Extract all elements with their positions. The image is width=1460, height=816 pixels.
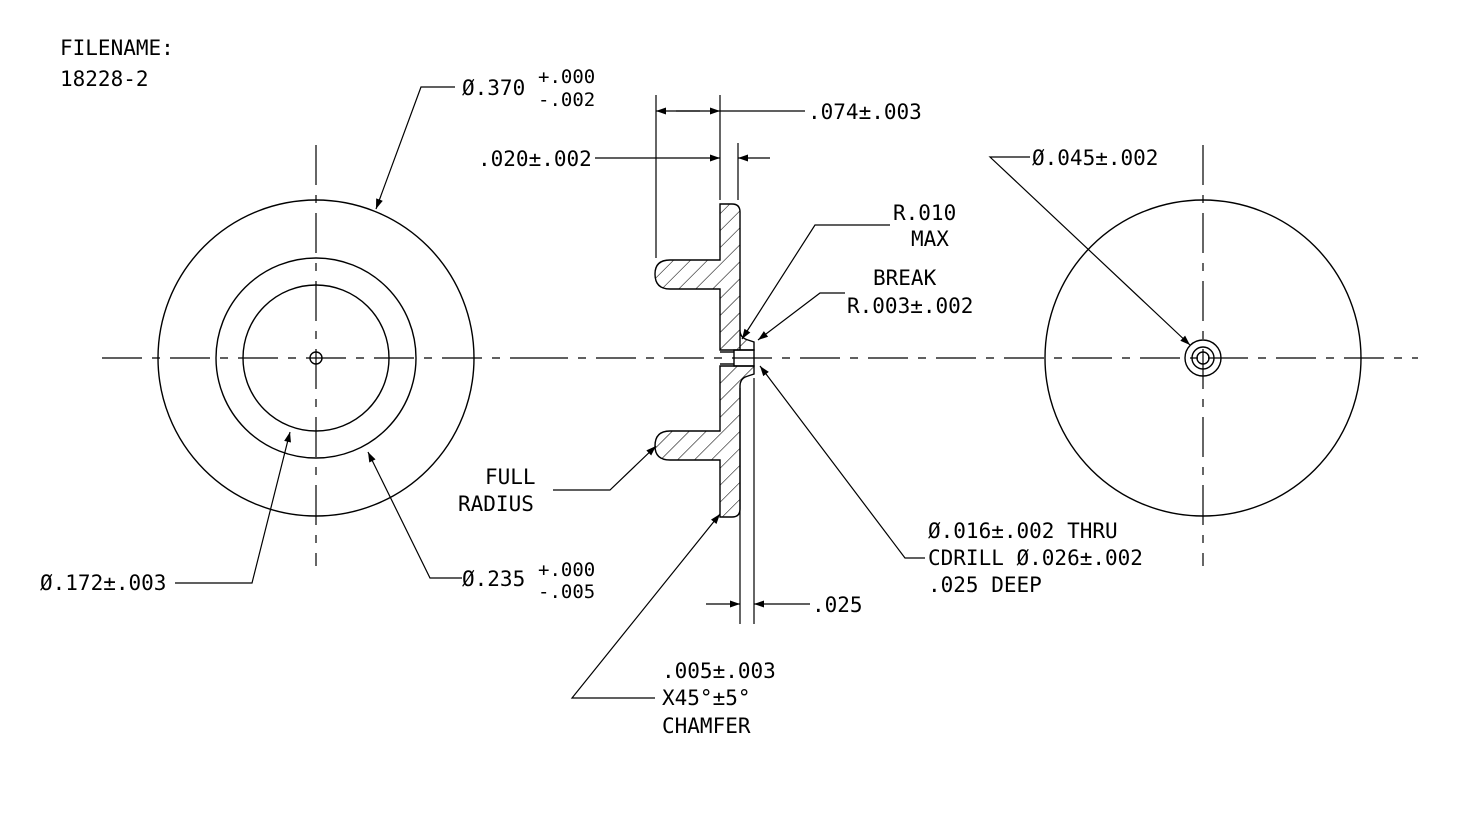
back-view xyxy=(1044,145,1362,566)
fillet-callout: R.010 MAX xyxy=(741,201,956,340)
center-drill-hole xyxy=(733,349,755,367)
outer-diameter-leader xyxy=(375,86,455,210)
front-view xyxy=(102,145,528,566)
section-view xyxy=(528,203,1418,518)
recess-diameter-upper-tol: +.000 xyxy=(538,559,595,581)
overall-thickness-text: .074±.003 xyxy=(808,100,922,124)
chamfer-leader xyxy=(570,513,721,699)
outer-diameter-callout: Ø.370 +.000 -.002 xyxy=(375,66,595,210)
small-hole-callout: Ø.045±.002 xyxy=(988,146,1191,346)
section-upper-half xyxy=(654,203,755,351)
edge-break-leader xyxy=(757,292,845,341)
fillet-leader xyxy=(741,224,890,340)
center-hole-circle xyxy=(309,351,323,365)
recess-diameter-lower-tol: -.005 xyxy=(538,581,595,603)
chamfer-text-line3: CHAMFER xyxy=(662,714,751,738)
flange-thickness-text: .020±.002 xyxy=(478,147,592,171)
outer-diameter-lower-tol: -.002 xyxy=(538,89,595,111)
outer-diameter-text: Ø.370 xyxy=(462,76,525,100)
edge-break-text-line2: R.003±.002 xyxy=(847,294,973,318)
inner-diameter-leader xyxy=(175,431,291,584)
edge-break-text-line1: BREAK xyxy=(873,266,937,290)
chamfer-callout: .005±.003 X45°±5° CHAMFER xyxy=(570,513,776,738)
recess-diameter-callout: Ø.235 +.000 -.005 xyxy=(367,451,595,603)
small-hole-inner-circle xyxy=(1196,351,1210,365)
recess-diameter-text: Ø.235 xyxy=(462,567,525,591)
boss-length-dimension: .025 xyxy=(706,378,863,624)
boss-length-text: .025 xyxy=(812,593,863,617)
hole-text-line1: Ø.016±.002 THRU xyxy=(928,519,1118,543)
hole-text-line3: .025 DEEP xyxy=(928,573,1042,597)
inner-diameter-callout: Ø.172±.003 xyxy=(40,431,291,595)
inner-diameter-text: Ø.172±.003 xyxy=(40,571,166,595)
filename-label: FILENAME: xyxy=(60,36,174,60)
full-radius-text-line1: FULL xyxy=(485,465,536,489)
chamfer-text-line2: X45°±5° xyxy=(662,686,751,710)
outer-circle xyxy=(157,199,475,517)
section-lower-half xyxy=(654,365,755,518)
hole-callout: Ø.016±.002 THRU CDRILL Ø.026±.002 .025 D… xyxy=(759,365,1143,597)
full-radius-text-line2: RADIUS xyxy=(458,492,534,516)
small-hole-leader xyxy=(988,156,1191,346)
chamfer-text-line1: .005±.003 xyxy=(662,659,776,683)
recess-diameter-leader xyxy=(367,451,462,579)
small-hole-outer-circle xyxy=(1184,339,1222,377)
hole-text-line2: CDRILL Ø.026±.002 xyxy=(928,546,1143,570)
flange-thickness-dimension: .020±.002 xyxy=(478,143,770,200)
full-radius-leader xyxy=(553,445,657,491)
hole-leader xyxy=(759,365,925,559)
overall-thickness-dimension: .074±.003 xyxy=(655,95,922,258)
recess-circle xyxy=(215,257,417,459)
filename-value: 18228-2 xyxy=(60,67,149,91)
small-hole-text: Ø.045±.002 xyxy=(1032,146,1158,170)
fillet-text-line1: R.010 xyxy=(893,201,956,225)
back-outer-circle xyxy=(1044,199,1362,517)
edge-break-callout: BREAK R.003±.002 xyxy=(757,266,973,341)
small-hole-mid-circle xyxy=(1191,346,1215,370)
full-radius-callout: FULL RADIUS xyxy=(458,445,657,516)
fillet-text-line2: MAX xyxy=(911,227,949,251)
inner-circle xyxy=(242,284,390,432)
outer-diameter-upper-tol: +.000 xyxy=(538,66,595,88)
